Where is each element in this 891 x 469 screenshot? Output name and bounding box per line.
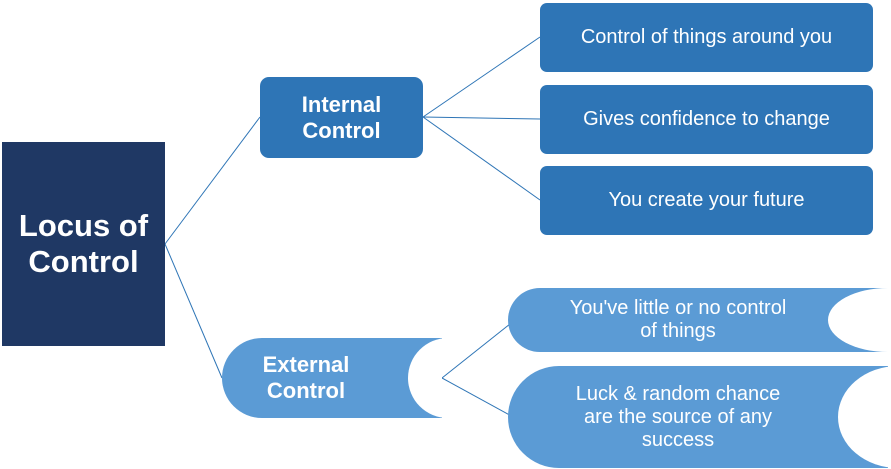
connector-internal-item-3	[422, 116, 541, 201]
internal-item-3-label: You create your future	[608, 189, 805, 211]
connector-external-item-2	[441, 377, 516, 419]
internal-item-3: You create your future	[540, 166, 873, 235]
external-item-2-notch	[838, 366, 888, 468]
external-item-1: You've little or no control of things	[508, 288, 888, 352]
connector-root-external	[164, 243, 223, 379]
internal-item-1: Control of things around you	[540, 3, 873, 72]
connector-external-item-1	[441, 319, 516, 379]
external-control-node: External Control	[222, 338, 442, 418]
connector-internal-item-2	[422, 116, 541, 120]
connector-internal-item-1	[422, 36, 541, 118]
root-title-line-2: Control	[28, 244, 139, 279]
root-node: Locus of Control	[2, 142, 165, 346]
external-title-line-1: External	[262, 352, 350, 377]
internal-item-1-label: Control of things around you	[580, 26, 833, 48]
external-item-1-line-1: You've little or no control	[569, 297, 787, 319]
external-item-1-notch	[828, 288, 888, 352]
external-title-line-2: Control	[266, 378, 346, 403]
external-item-2-line-2: are the source of any	[584, 405, 772, 428]
internal-control-node: Internal Control	[260, 77, 423, 158]
internal-title-line-2: Control	[302, 117, 381, 143]
root-title-line-1: Locus of	[18, 208, 149, 243]
internal-title-line-1: Internal	[301, 91, 382, 117]
external-item-2: Luck & random chance are the source of a…	[508, 366, 888, 468]
external-item-1-line-2: of things	[640, 320, 716, 342]
internal-item-2: Gives confidence to change	[540, 85, 873, 154]
external-node-notch	[408, 338, 442, 418]
external-item-2-line-1: Luck & random chance	[575, 382, 781, 405]
connector-root-internal	[164, 116, 261, 245]
external-item-2-line-3: success	[641, 428, 715, 451]
internal-item-2-label: Gives confidence to change	[583, 108, 830, 130]
